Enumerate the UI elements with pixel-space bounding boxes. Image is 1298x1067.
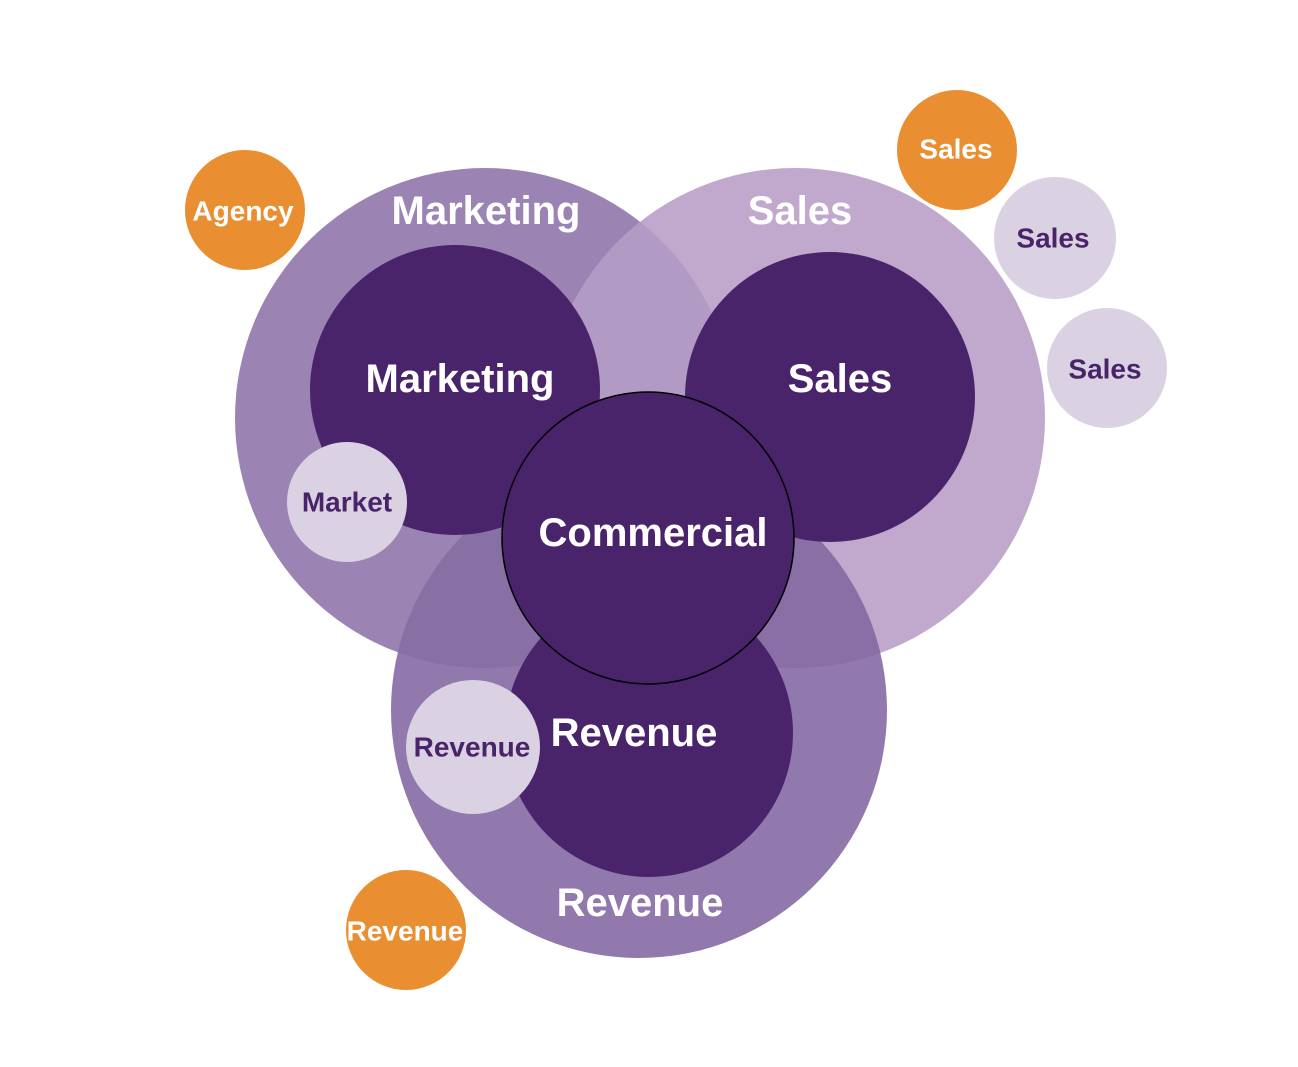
orange-label-revenue: Revenue — [347, 916, 464, 947]
light-circle-market — [287, 442, 407, 562]
core-label-commercial: Commercial — [539, 511, 768, 555]
inner-label-marketing: Marketing — [366, 357, 555, 401]
light-circle-sales-2 — [1047, 308, 1167, 428]
light-label-sales-1: Sales — [1016, 223, 1089, 254]
core-circle-commercial — [501, 391, 795, 685]
light-circle-revenue — [406, 680, 540, 814]
orange-circle-revenue — [346, 870, 466, 990]
light-label-market: Market — [302, 487, 392, 518]
light-label-sales-2: Sales — [1068, 354, 1141, 385]
light-circle-sales-1 — [994, 177, 1116, 299]
outer-label-revenue: Revenue — [557, 881, 724, 925]
orange-circle-agency — [185, 150, 305, 270]
outer-label-sales: Sales — [748, 189, 853, 233]
orange-label-sales: Sales — [919, 134, 992, 165]
orange-circle-sales — [897, 90, 1017, 210]
inner-label-sales: Sales — [788, 357, 893, 401]
light-label-revenue: Revenue — [414, 732, 531, 763]
outer-label-marketing: Marketing — [392, 189, 581, 233]
orange-label-agency: Agency — [192, 196, 294, 227]
inner-label-revenue: Revenue — [551, 711, 718, 755]
